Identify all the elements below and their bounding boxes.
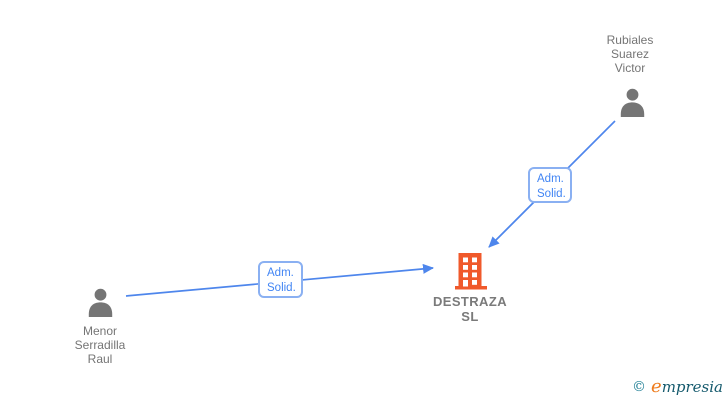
node-label-rubiales-suarez-victor[interactable]: Rubiales Suarez Victor (606, 33, 654, 75)
building-icon[interactable] (454, 253, 488, 290)
brand-name-rest: mpresia (661, 378, 723, 396)
person-icon[interactable] (87, 288, 114, 317)
edge-label-adm-solid-left[interactable]: Adm. Solid. (258, 261, 303, 298)
copyright-icon: © (632, 379, 647, 395)
brand-letter-e: e (651, 376, 662, 397)
node-label-menor-serradilla-raul[interactable]: Menor Serradilla Raul (74, 324, 126, 366)
node-label-destraza-sl[interactable]: DESTRAZA SL (433, 294, 507, 324)
edge-label-adm-solid-top[interactable]: Adm. Solid. (528, 167, 572, 203)
empresia-watermark: ©empresia (632, 376, 723, 397)
person-icon[interactable] (619, 88, 646, 117)
